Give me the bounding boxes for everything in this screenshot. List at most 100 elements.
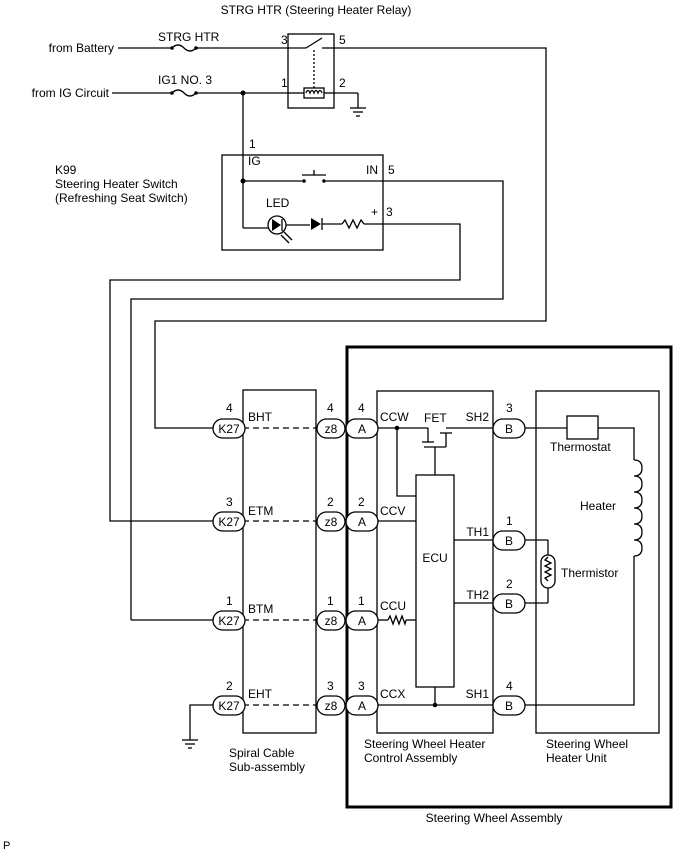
z8-pin: 4 xyxy=(327,401,334,415)
switch-box xyxy=(221,154,384,251)
spiral-row-etm xyxy=(212,511,346,532)
thermostat-heater-wire xyxy=(598,427,635,460)
thermostat-icon xyxy=(566,415,599,440)
switch-in-wire xyxy=(130,180,504,620)
z8-connector-label: z8 xyxy=(325,515,338,529)
eht-ground-wire xyxy=(189,704,220,740)
relay xyxy=(287,33,335,109)
a-signal-label: CCX xyxy=(380,687,405,701)
a-connector-label: A xyxy=(358,515,366,529)
a-connector-label: A xyxy=(358,614,366,628)
b-connector-label: B xyxy=(505,597,513,611)
junction-dot xyxy=(432,702,438,708)
push-switch xyxy=(243,170,383,183)
spiral-cable-box xyxy=(242,389,317,734)
spiral-signal-label: ETM xyxy=(248,504,273,518)
ecu-box xyxy=(415,474,455,688)
k27-connector-label: K27 xyxy=(218,699,240,713)
z8-pin: 1 xyxy=(327,594,334,608)
z8-connector-label: z8 xyxy=(325,699,338,713)
b-signal-label: TH2 xyxy=(466,588,489,602)
b-pin: 2 xyxy=(506,577,513,591)
assembly-label: Steering Wheel Assembly xyxy=(426,811,563,825)
ccu-resistor xyxy=(378,614,416,627)
k27-pin: 2 xyxy=(226,679,233,693)
resistor-icon xyxy=(341,218,383,230)
heater-unit-name: Steering Wheel xyxy=(546,737,628,751)
k27-pin: 1 xyxy=(226,594,233,608)
ig-wire xyxy=(112,89,288,97)
fet-icon xyxy=(378,427,493,475)
heater-coil-icon xyxy=(633,459,643,557)
k27-connector-label: K27 xyxy=(218,614,240,628)
spiral-signal-label: BTM xyxy=(248,602,273,616)
z8-pin: 3 xyxy=(327,679,334,693)
relay-pin-5: 5 xyxy=(339,33,346,47)
control-assembly-name: Steering Wheel Heater xyxy=(364,737,485,751)
thermostat-label: Thermostat xyxy=(550,440,611,454)
switch-pin-5: 5 xyxy=(388,163,395,177)
a-pin: 2 xyxy=(358,495,365,509)
relay-title: STRG HTR (Steering Heater Relay) xyxy=(221,3,412,17)
switch-alt-name: (Refreshing Seat Switch) xyxy=(55,191,188,205)
ecu-label: ECU xyxy=(422,551,447,565)
k27-pin: 3 xyxy=(226,495,233,509)
z8-connector-label: z8 xyxy=(325,614,338,628)
connector-a-row xyxy=(345,418,379,716)
k27-connector-label: K27 xyxy=(218,422,240,436)
switch-name: Steering Heater Switch xyxy=(55,177,178,191)
a-signal-label: CCW xyxy=(380,410,409,424)
switch-ig-label: IG xyxy=(248,154,261,168)
relay-pin-3: 3 xyxy=(281,33,288,47)
spiral-row-bht xyxy=(212,418,346,439)
a-pin: 4 xyxy=(358,401,365,415)
spiral-row-btm xyxy=(212,610,346,631)
b-connector-label: B xyxy=(505,534,513,548)
relay-pin-1: 1 xyxy=(281,76,288,90)
fuse-strg-htr-label: STRG HTR xyxy=(158,30,220,44)
relay-ground-wire xyxy=(334,92,359,108)
control-assembly-name-2: Control Assembly xyxy=(364,751,457,765)
b-pin: 4 xyxy=(506,679,513,693)
battery-wire xyxy=(118,44,288,52)
led-icon xyxy=(243,215,310,244)
a-signal-label: CCU xyxy=(380,599,406,613)
fuse-terminal xyxy=(170,91,174,95)
spiral-cable-name: Spiral Cable xyxy=(229,746,295,760)
switch-plus-label: + xyxy=(371,205,378,219)
ground-icon xyxy=(182,739,198,749)
fuse-terminal xyxy=(194,46,198,50)
b-connector-label: B xyxy=(505,422,513,436)
b-signal-label: TH1 xyxy=(466,525,489,539)
led-label: LED xyxy=(266,196,290,210)
b-pin: 3 xyxy=(506,401,513,415)
connector-b-row xyxy=(492,418,526,716)
ccw-ecu-wire xyxy=(396,428,416,497)
z8-pin: 2 xyxy=(327,495,334,509)
steering-wheel-assembly-box xyxy=(345,345,673,809)
b-signal-label: SH1 xyxy=(466,687,490,701)
k27-connector-label: K27 xyxy=(218,515,240,529)
heater-unit-name-2: Heater Unit xyxy=(546,751,607,765)
spiral-cable-name-2: Sub-assembly xyxy=(229,760,305,774)
heater-unit-box xyxy=(535,390,660,734)
b-connector-label: B xyxy=(505,699,513,713)
fuse-ig1-label: IG1 NO. 3 xyxy=(158,73,212,87)
spiral-signal-label: BHT xyxy=(248,410,273,424)
switch-plus-wire xyxy=(109,223,461,522)
a-signal-label: CCV xyxy=(380,504,405,518)
relay-output-wire xyxy=(154,47,547,429)
relay-pin-2: 2 xyxy=(339,76,346,90)
switch-pin-3: 3 xyxy=(386,205,393,219)
battery-source-label: from Battery xyxy=(49,41,114,55)
switch-in-label: IN xyxy=(366,163,378,177)
ig-source-label: from IG Circuit xyxy=(32,86,110,100)
switch-pin-1: 1 xyxy=(249,137,256,151)
switch-code: K99 xyxy=(55,163,77,177)
spiral-row-eht xyxy=(212,695,346,716)
spiral-signal-label: EHT xyxy=(248,687,273,701)
fuse-terminal xyxy=(170,46,174,50)
fet-label: FET xyxy=(424,411,447,425)
k27-pin: 4 xyxy=(226,401,233,415)
